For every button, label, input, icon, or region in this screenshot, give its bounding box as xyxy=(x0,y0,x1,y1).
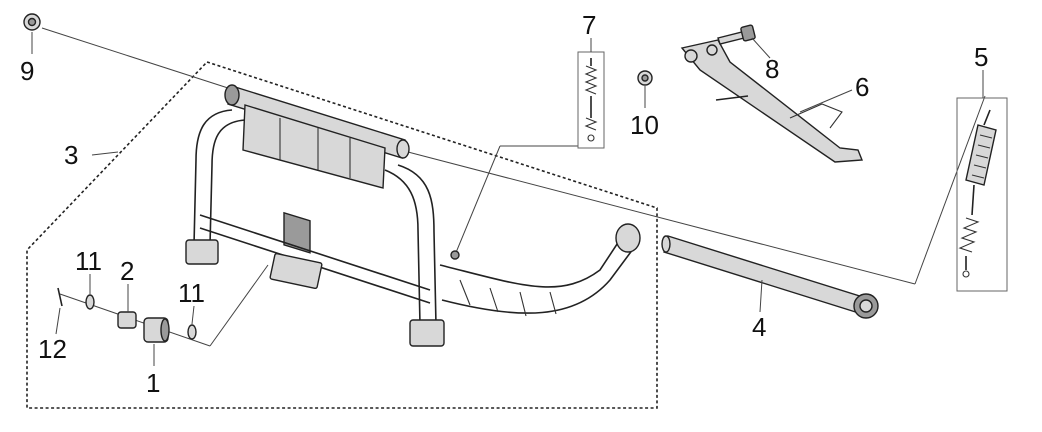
callout-5: 5 xyxy=(974,42,988,72)
callout-1: 1 xyxy=(146,368,160,398)
leader-5b xyxy=(914,95,986,285)
leader-12 xyxy=(55,307,61,335)
main-stand xyxy=(185,84,641,347)
nut-10 xyxy=(637,70,653,86)
leader-9 xyxy=(41,27,229,89)
leader-11b xyxy=(191,305,195,325)
leader-6 xyxy=(799,89,853,113)
callout-11b: 11 xyxy=(178,278,205,308)
leader-4 xyxy=(759,279,763,313)
leader-bushing xyxy=(209,264,269,347)
side-stand xyxy=(680,39,864,163)
washer-9 xyxy=(23,13,41,31)
callout-7: 7 xyxy=(582,10,596,40)
callout-9: 9 xyxy=(20,56,34,86)
leader-3 xyxy=(91,151,119,156)
callout-3: 3 xyxy=(64,140,78,170)
spring-7 xyxy=(577,51,605,149)
assembly-boundary-3 xyxy=(26,61,658,409)
callout-4: 4 xyxy=(752,312,766,342)
callout-2: 2 xyxy=(120,256,134,286)
bolt xyxy=(717,24,756,45)
callout-10: 10 xyxy=(630,110,659,140)
leader-5 xyxy=(407,151,916,285)
leader-8 xyxy=(751,37,771,59)
callout-8: 8 xyxy=(765,54,779,84)
spring-5 xyxy=(956,97,1008,292)
leader-7b xyxy=(454,145,501,256)
axle xyxy=(661,235,879,319)
small-parts xyxy=(57,287,211,347)
callout-12: 12 xyxy=(38,334,67,364)
callout-11a: 11 xyxy=(75,246,102,276)
callout-6: 6 xyxy=(855,72,869,102)
